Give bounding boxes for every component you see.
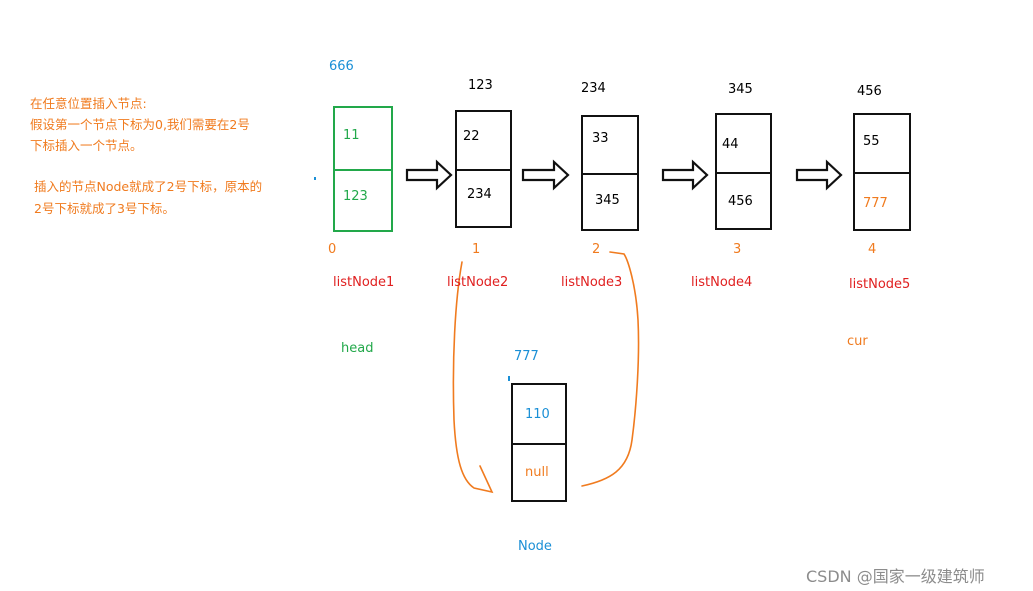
node4-address: 345 — [728, 82, 753, 97]
node1-next: 123 — [343, 189, 368, 204]
node4-name: listNode4 — [691, 275, 753, 290]
new-node-address: 777 — [514, 349, 539, 364]
node3-address: 234 — [581, 81, 606, 96]
node4-next-cell: 456 — [717, 172, 770, 229]
node2-name: listNode2 — [447, 275, 509, 290]
node5-next: 777 — [863, 196, 888, 211]
node3-next: 345 — [595, 193, 620, 208]
node1-val: 11 — [343, 128, 360, 143]
new-node-val-cell: 110 — [513, 385, 565, 445]
node5-val-cell: 55 — [855, 115, 909, 174]
note-line-4: 插入的节点Node就成了2号下标，原本的 — [34, 179, 263, 194]
node1-address: 666 — [329, 59, 354, 74]
node1-index: 0 — [328, 242, 337, 257]
small-marker — [314, 177, 316, 180]
node2-next: 234 — [467, 187, 492, 202]
note-line-2: 假设第一个节点下标为0,我们需要在2号 — [30, 117, 250, 132]
watermark: CSDN @国家一级建筑师 — [806, 567, 985, 586]
arrow-3-4 — [661, 159, 709, 191]
list-node-5: 55 777 — [853, 113, 911, 231]
node5-name: listNode5 — [849, 277, 911, 292]
node3-next-cell: 345 — [583, 173, 637, 229]
cur-label: cur — [847, 334, 868, 349]
node2-index: 1 — [472, 242, 481, 257]
node5-address: 456 — [857, 84, 882, 99]
node1-name: listNode1 — [333, 275, 395, 290]
node1-val-cell: 11 — [335, 108, 391, 171]
arrow-1-2 — [405, 159, 453, 191]
small-marker-2 — [508, 376, 510, 381]
arrow-4-5 — [795, 159, 843, 191]
node5-next-cell: 777 — [855, 172, 909, 229]
node3-name: listNode3 — [561, 275, 623, 290]
new-node-next-cell: null — [513, 443, 565, 501]
insert-curve-right — [581, 251, 640, 487]
node3-val-cell: 33 — [583, 117, 637, 175]
node4-val: 44 — [722, 137, 739, 152]
node1-next-cell: 123 — [335, 169, 391, 230]
list-node-3: 33 345 — [581, 115, 639, 231]
note-title: 在任意位置插入节点: — [30, 96, 147, 111]
node5-val: 55 — [863, 134, 880, 149]
node2-val-cell: 22 — [457, 112, 510, 171]
list-node-1: 11 123 — [333, 106, 393, 232]
node4-index: 3 — [733, 242, 742, 257]
list-node-2: 22 234 — [455, 110, 512, 228]
new-node-next: null — [525, 464, 549, 480]
node4-next: 456 — [728, 193, 753, 209]
list-node-4: 44 456 — [715, 113, 772, 230]
node3-val: 33 — [592, 131, 609, 146]
new-node-name: Node — [518, 539, 552, 554]
node2-address: 123 — [468, 78, 493, 93]
node3-index: 2 — [592, 242, 601, 257]
insert-curve-left — [452, 261, 494, 494]
node2-val: 22 — [463, 129, 480, 144]
note-line-5: 2号下标就成了3号下标。 — [34, 201, 175, 216]
note-line-3: 下标插入一个节点。 — [30, 138, 143, 153]
node2-next-cell: 234 — [457, 169, 510, 226]
arrow-2-3 — [521, 159, 570, 191]
new-node-val: 110 — [525, 407, 550, 422]
node4-val-cell: 44 — [717, 115, 770, 174]
head-label: head — [341, 341, 374, 356]
new-node: 110 null — [511, 383, 567, 502]
node5-index: 4 — [868, 242, 877, 257]
